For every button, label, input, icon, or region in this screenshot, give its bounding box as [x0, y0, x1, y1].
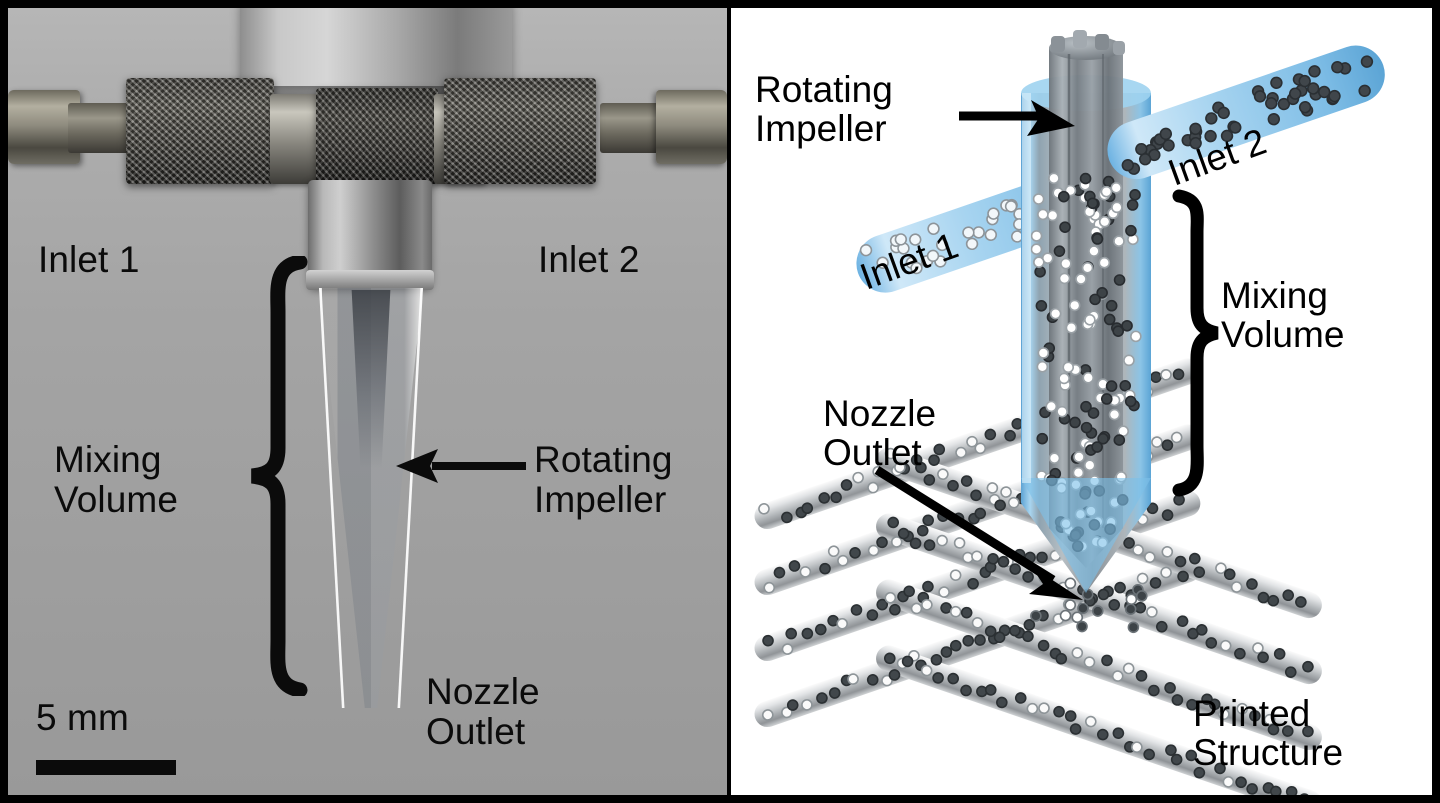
nozzle-hub-rim	[306, 270, 434, 290]
scale-bar	[36, 760, 176, 775]
label-rotating-impeller-schematic: Rotating Impeller	[755, 69, 893, 150]
label-mixing-volume-photo: Mixing Volume	[54, 440, 178, 520]
label-line-1: Printed	[1193, 693, 1311, 734]
collar-left	[270, 94, 320, 184]
scale-bar-label: 5 mm	[36, 697, 129, 738]
rod-right-end	[656, 90, 727, 164]
rotating-impeller-arrow-photo	[396, 449, 526, 483]
label-rotating-impeller-photo: Rotating Impeller	[534, 440, 673, 520]
label-line-2: Outlet	[426, 710, 526, 752]
label-line-2: Outlet	[823, 432, 922, 474]
mixing-barrel	[1021, 30, 1151, 634]
label-inlet-1-photo: Inlet 1	[38, 239, 140, 280]
inlet-tube-2	[1107, 45, 1385, 180]
label-printed-structure-schematic: Printed Structure	[1193, 693, 1344, 774]
schematic-drawing	[754, 30, 1385, 795]
label-line-2: Volume	[1221, 314, 1345, 356]
label-line-1: Mixing	[1221, 275, 1328, 316]
schematic-panel: Rotating Impeller Inlet 1 Inlet 2 Mixing…	[731, 8, 1432, 795]
label-line-1: Nozzle	[823, 393, 937, 434]
label-line-1: Mixing	[54, 439, 162, 480]
nozzle-outlet-arrow-schematic	[874, 466, 1083, 600]
label-mixing-volume-schematic: Mixing Volume	[1221, 275, 1345, 356]
label-line-2: Structure	[1193, 732, 1344, 774]
label-line-1: Rotating	[534, 439, 673, 480]
label-nozzle-outlet-schematic: Nozzle Outlet	[823, 393, 937, 474]
label-nozzle-outlet-photo: Nozzle Outlet	[426, 672, 540, 752]
knurled-fitting-inlet-1	[126, 78, 274, 184]
label-line-2: Impeller	[534, 478, 667, 520]
label-line-2: Impeller	[755, 108, 887, 150]
label-line-1: Rotating	[755, 69, 893, 110]
knurled-fitting-inlet-2	[444, 78, 596, 184]
rotating-impeller-arrow-schematic	[959, 100, 1075, 136]
photo-panel: Inlet 1 Inlet 2 Mixing Volume Rotating I…	[8, 8, 727, 795]
mixing-volume-brace-schematic	[1172, 189, 1219, 497]
label-line-2: Volume	[54, 478, 179, 520]
mixing-volume-brace-photo	[250, 256, 308, 696]
knurled-fitting-center	[316, 88, 438, 184]
label-inlet-2-photo: Inlet 2	[538, 239, 640, 280]
label-line-1: Nozzle	[426, 671, 540, 712]
